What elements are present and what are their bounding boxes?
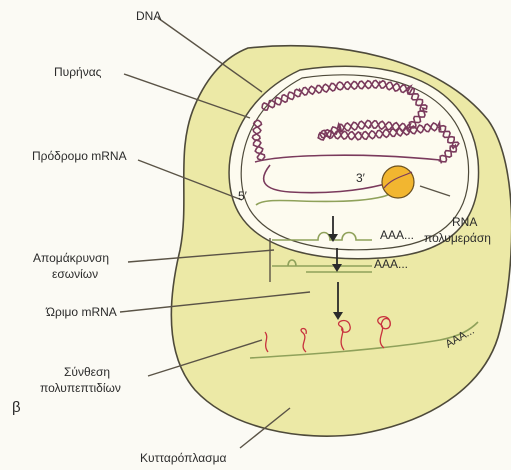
panel-letter: β <box>12 399 21 416</box>
label-3prime: 3′ <box>356 171 366 185</box>
label-pre-mrna: Πρόδρομο mRNA <box>32 149 127 163</box>
label-polya-2: AAA... <box>374 257 408 271</box>
label-rna-polymerase-2: πολυμεράση <box>424 231 491 245</box>
label-peptide-synthesis-1: Σύνθεση <box>64 365 110 379</box>
label-cytoplasm: Κυτταρόπλασμα <box>140 451 227 465</box>
label-intron-removal-2: εσωνίων <box>52 267 98 281</box>
rna-polymerase <box>382 166 414 198</box>
label-dna: DNA <box>136 9 161 23</box>
label-mature-mrna: Ώριμο mRNA <box>45 305 117 319</box>
label-5prime: 5′ <box>238 189 248 203</box>
label-peptide-synthesis-2: πολυπεπτιδίων <box>40 381 121 395</box>
label-rna-polymerase-1: RNA <box>452 215 477 229</box>
label-polya-1: AAA... <box>380 228 414 242</box>
label-nucleus: Πυρήνας <box>54 65 102 79</box>
label-intron-removal-1: Απομάκρυνση <box>33 251 109 265</box>
